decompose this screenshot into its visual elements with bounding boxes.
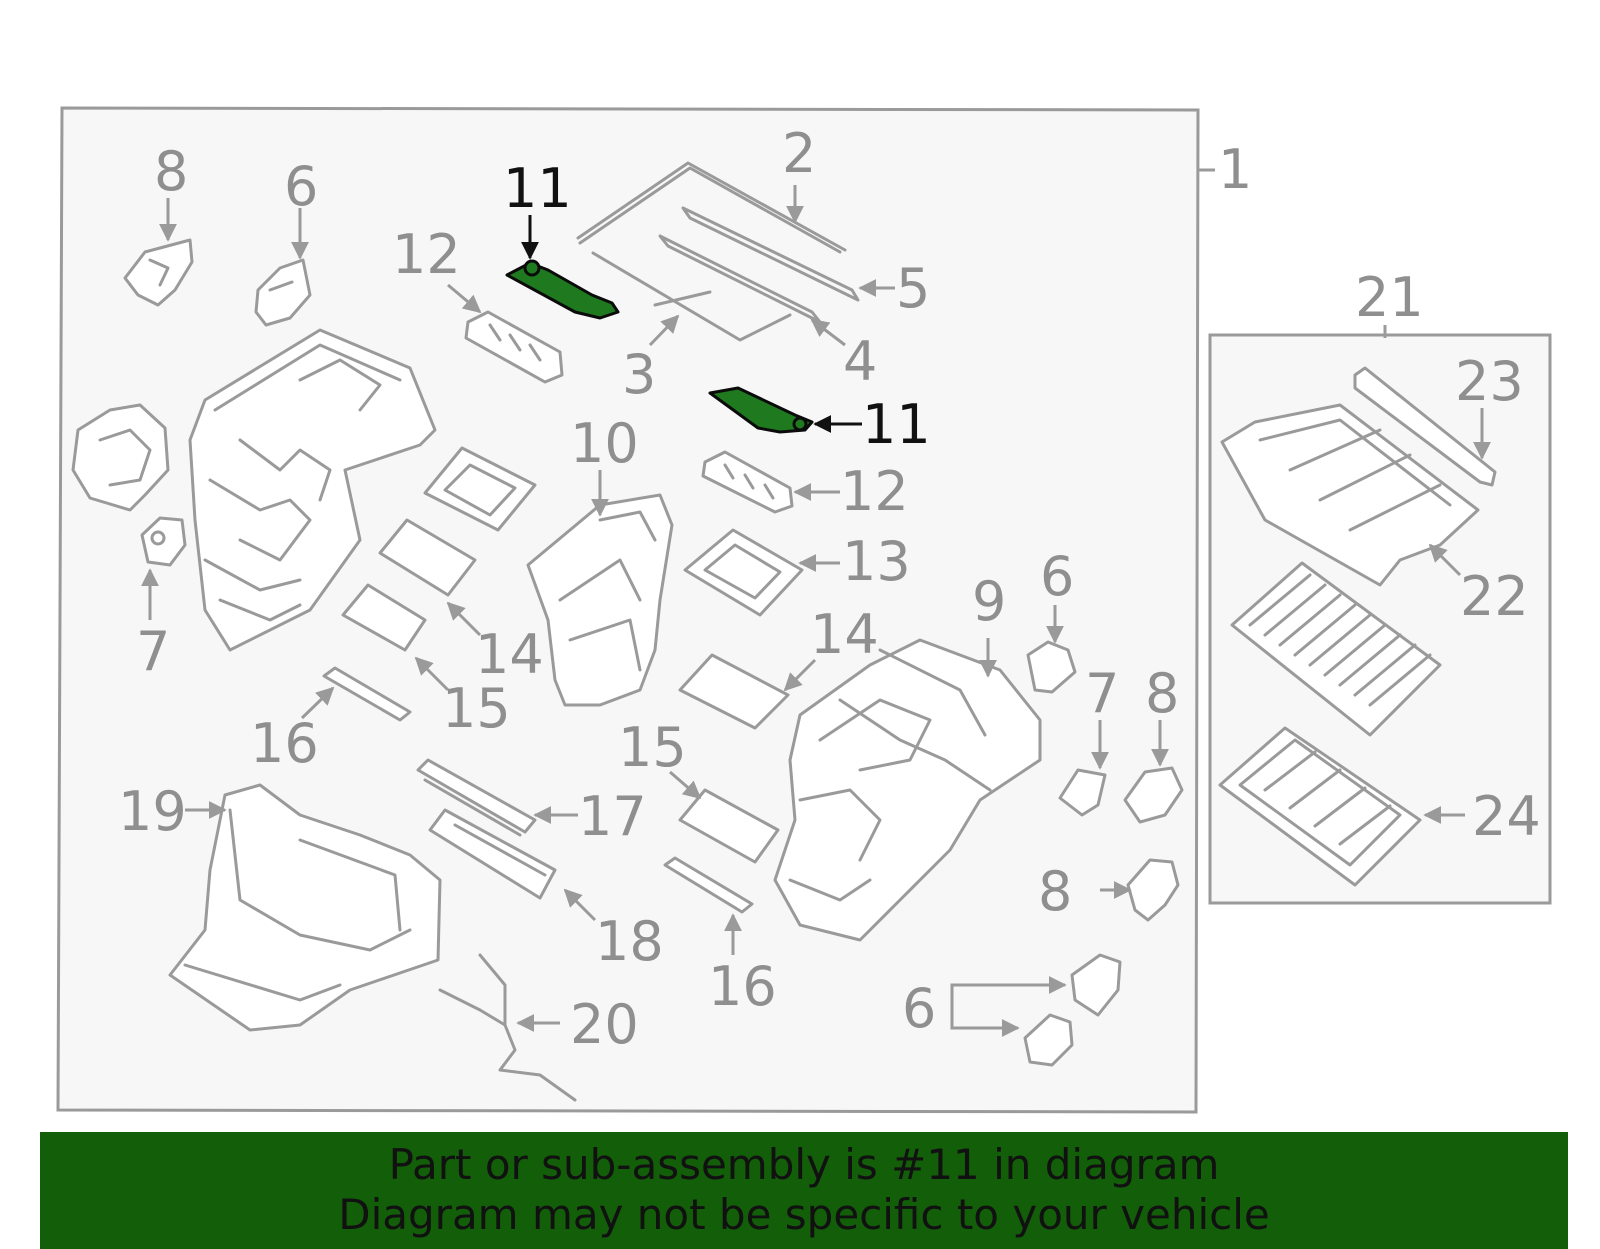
label-11-lower: 11 [862,393,931,456]
part-9-housing [773,638,1042,942]
label-13: 13 [842,530,911,593]
part-13-a-door [423,446,537,532]
part-24-filter-cover [1218,726,1422,887]
part-7-right [1058,768,1107,817]
part-16-upper [322,666,412,722]
part-11-lower [708,386,814,434]
part-15-upper [341,583,427,652]
part-18 [428,808,557,900]
part-8-top-left [123,238,194,307]
label-18: 18 [595,910,664,973]
label-20: 20 [570,993,639,1056]
part-12-lower [701,450,794,514]
label-16-upper: 16 [250,712,319,775]
label-3: 3 [622,343,656,406]
label-17: 17 [578,785,647,848]
label-22: 22 [1460,565,1529,628]
label-12-lower: 12 [840,460,909,523]
label-8-right-lower: 8 [1038,860,1072,923]
label-23: 23 [1455,350,1524,413]
info-banner: Part or sub-assembly is #11 in diagram D… [40,1132,1568,1249]
part-8-right-upper [1123,766,1184,824]
label-10: 10 [570,412,639,475]
label-14-upper: 14 [475,623,544,686]
label-19: 19 [118,780,187,843]
part-filter-element [1230,561,1442,737]
part-11-upper [505,259,620,320]
part-8-right-lower [1126,858,1180,922]
label-2: 2 [782,122,816,185]
label-6-bottom-right: 6 [902,977,936,1040]
part-14-upper [378,518,477,597]
label-12-upper: 12 [392,223,461,286]
label-21: 21 [1355,266,1424,329]
part-20-hose [438,953,577,1102]
label-7-right: 7 [1085,662,1119,725]
banner-line-1: Part or sub-assembly is #11 in diagram [388,1140,1220,1189]
part-23-strip [1353,366,1497,487]
label-15-lower: 15 [618,716,687,779]
part-7-left [140,516,187,567]
banner-line-2: Diagram may not be specific to your vehi… [338,1190,1270,1239]
label-5: 5 [896,257,930,320]
label-9: 9 [972,570,1006,633]
part-12-upper [464,310,564,384]
label-8-right-upper: 8 [1145,662,1179,725]
part-duct-left [71,403,170,512]
part-6-bottom-right [1023,953,1122,1067]
label-6-top-left: 6 [284,155,318,218]
label-6-right-upper: 6 [1040,545,1074,608]
label-15-upper: 15 [442,677,511,740]
label-16-lower: 16 [708,955,777,1018]
label-8-top-left: 8 [154,140,188,203]
part-14-lower [678,653,790,730]
label-1: 1 [1218,138,1252,201]
label-11-upper: 11 [503,157,572,220]
part-19-case [168,783,442,1032]
part-6-top-left [254,258,312,327]
part-housing-left [188,328,437,652]
label-24: 24 [1472,785,1541,848]
label-7-left: 7 [136,620,170,683]
part-10-bracket [526,493,674,707]
label-14-lower: 14 [810,603,879,666]
part-16-lower [663,856,754,914]
part-15-lower [678,788,780,864]
label-4: 4 [843,330,877,393]
